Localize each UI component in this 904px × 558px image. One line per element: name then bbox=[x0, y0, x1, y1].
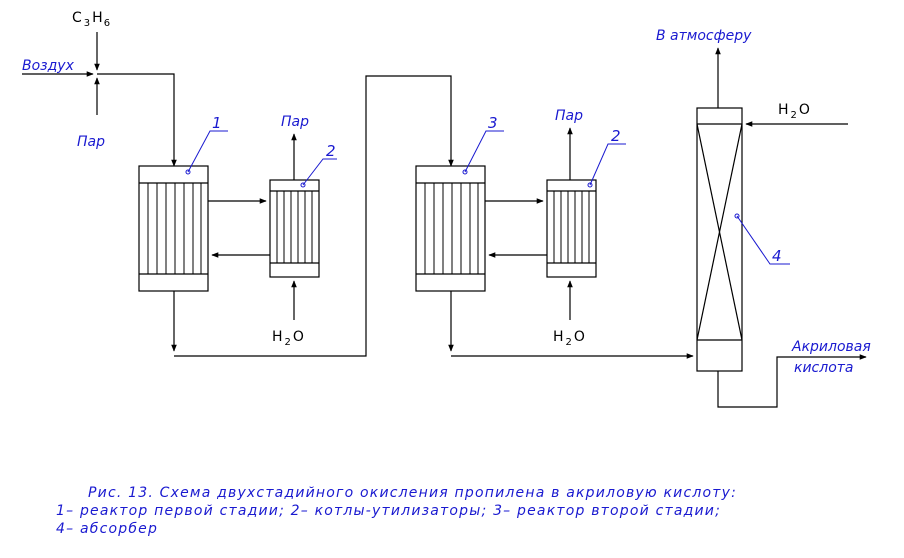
reactor-first-stage bbox=[138, 165, 209, 292]
reactor-3-number: 3 bbox=[488, 114, 498, 132]
feed-lines bbox=[22, 32, 177, 167]
caption-line-1: Рис. 13. Схема двухстадийного окисления … bbox=[88, 485, 738, 501]
waste-heat-boiler-2 bbox=[546, 179, 597, 278]
air-label: Воздух bbox=[22, 58, 75, 74]
caption-line-3: 4– абсорбер bbox=[56, 521, 159, 537]
caption-line-2: 1– реактор первой стадии; 2– котлы-утили… bbox=[56, 503, 722, 519]
acrylic-acid-label-line2: кислота bbox=[794, 360, 854, 376]
absorber-number: 4 bbox=[772, 247, 782, 265]
absorber-column bbox=[696, 107, 743, 372]
steam-out-1-label: Пар bbox=[281, 114, 309, 130]
steam-out-2-label: Пар bbox=[555, 108, 583, 124]
figure-caption: Рис. 13. Схема двухстадийного окисления … bbox=[56, 484, 892, 538]
waste-heat-boiler-1 bbox=[269, 179, 320, 278]
acrylic-acid-label-line1: Акриловая bbox=[791, 339, 871, 355]
boiler-1-number: 2 bbox=[326, 142, 336, 160]
to-atmosphere-label: В атмосферу bbox=[656, 28, 752, 44]
reactor-1-number: 1 bbox=[212, 114, 222, 132]
steam-in-label: Пар bbox=[77, 134, 105, 150]
reactor-second-stage bbox=[415, 165, 486, 292]
boiler-2-number: 2 bbox=[611, 127, 621, 145]
